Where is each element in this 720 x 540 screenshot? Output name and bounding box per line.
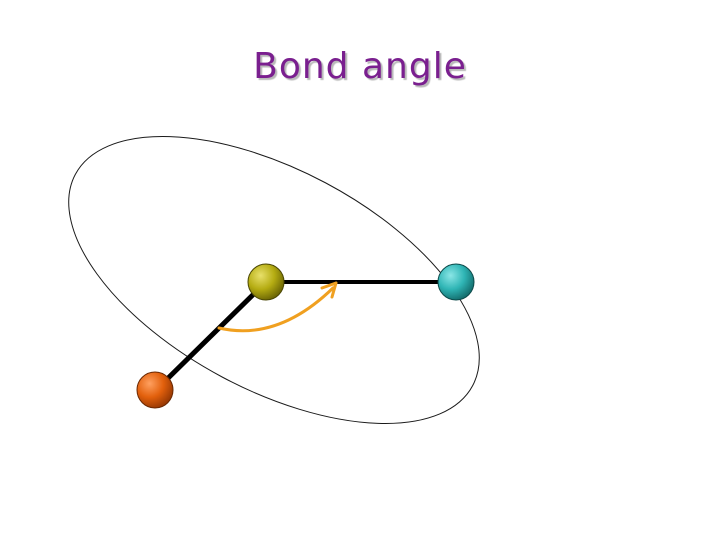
orbit-ellipse [68,136,480,424]
left-atom [136,371,174,409]
right-atom [437,263,475,301]
angle-arrowhead [320,281,338,299]
angle-arc-arrow [217,286,335,333]
center-atom [247,263,285,301]
slide-title: Bond angle [253,46,467,87]
bond-left [154,279,269,392]
